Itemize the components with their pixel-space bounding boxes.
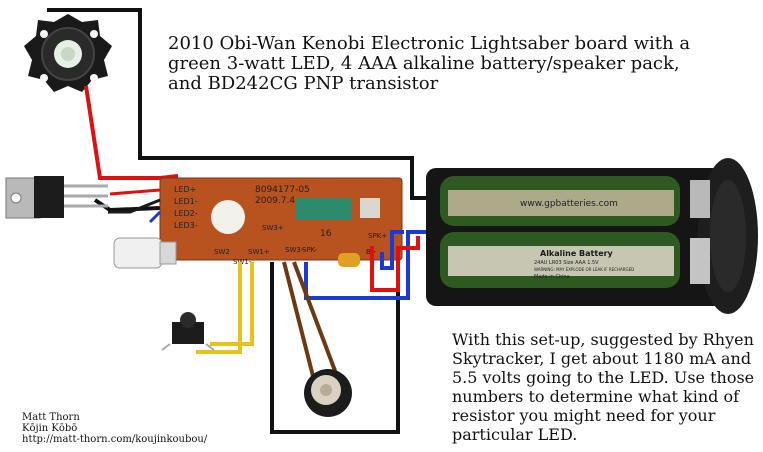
- pcb-pad-3: LED2-: [174, 209, 198, 218]
- battery-wires: [304, 230, 428, 300]
- battery-top-label: www.gpbatteries.com: [520, 199, 618, 209]
- credit-studio: Kōjin Kōbō: [22, 423, 78, 434]
- pcb-pad-1: LED+: [174, 185, 196, 194]
- credit-url: http://matt-thorn.com/koujinkoubou/: [22, 434, 208, 445]
- push-button: [161, 312, 215, 351]
- pcb-board: 8094177-05 2009.7.4 16 LED+ LED1- LED2- …: [159, 177, 403, 267]
- red-wire-led: [84, 85, 179, 180]
- credit-author: Matt Thorn: [22, 412, 80, 423]
- pcb-sw1-minus: SW1-: [233, 258, 252, 266]
- pcb-pad-4: LED3-: [174, 221, 198, 230]
- credit-block: Matt Thorn Kōjin Kōbō http://matt-thorn.…: [22, 412, 282, 445]
- battery-bottom-warn: WARNING: MAY EXPLODE OR LEAK IF RECHARGE…: [534, 267, 634, 272]
- battery-origin: Made in China: [534, 274, 570, 280]
- pcb-pad-2: LED1-: [174, 197, 198, 206]
- pcb-sw1-plus: SW1+: [248, 248, 270, 256]
- black-wires: [47, 8, 430, 434]
- brown-wires: [282, 261, 342, 389]
- pcb-spk-minus: SPK-: [302, 246, 318, 254]
- battery-pack: www.gpbatteries.com Alkaline Battery 24A…: [426, 158, 758, 314]
- photo-title: 2010 Obi-Wan Kenobi Electronic Lightsabe…: [168, 33, 691, 94]
- pcb-sw3-minus: SW3-: [285, 246, 304, 254]
- speaker: [304, 369, 352, 417]
- pcb-date: 2009.7.4: [255, 196, 295, 206]
- pcb-sw2: SW2: [214, 248, 230, 256]
- battery-bottom-sub: 24AU LR03 Size AAA 1.5V: [534, 260, 599, 266]
- transistor: [5, 176, 108, 219]
- pcb-part-number: 8094177-05: [255, 185, 310, 195]
- white-connector: [113, 237, 177, 269]
- pcb-chip-label: 16: [320, 229, 332, 239]
- yellow-wires: [196, 262, 254, 354]
- setup-note: With this set-up, suggested by Rhyen Sky…: [452, 330, 755, 444]
- led-pad-wires: [108, 188, 162, 224]
- star-led: [24, 14, 112, 92]
- pcb-spk-plus: SPK+: [368, 232, 387, 240]
- pcb-sw3-plus: SW3+: [262, 224, 284, 232]
- battery-bottom-label: Alkaline Battery: [540, 249, 614, 258]
